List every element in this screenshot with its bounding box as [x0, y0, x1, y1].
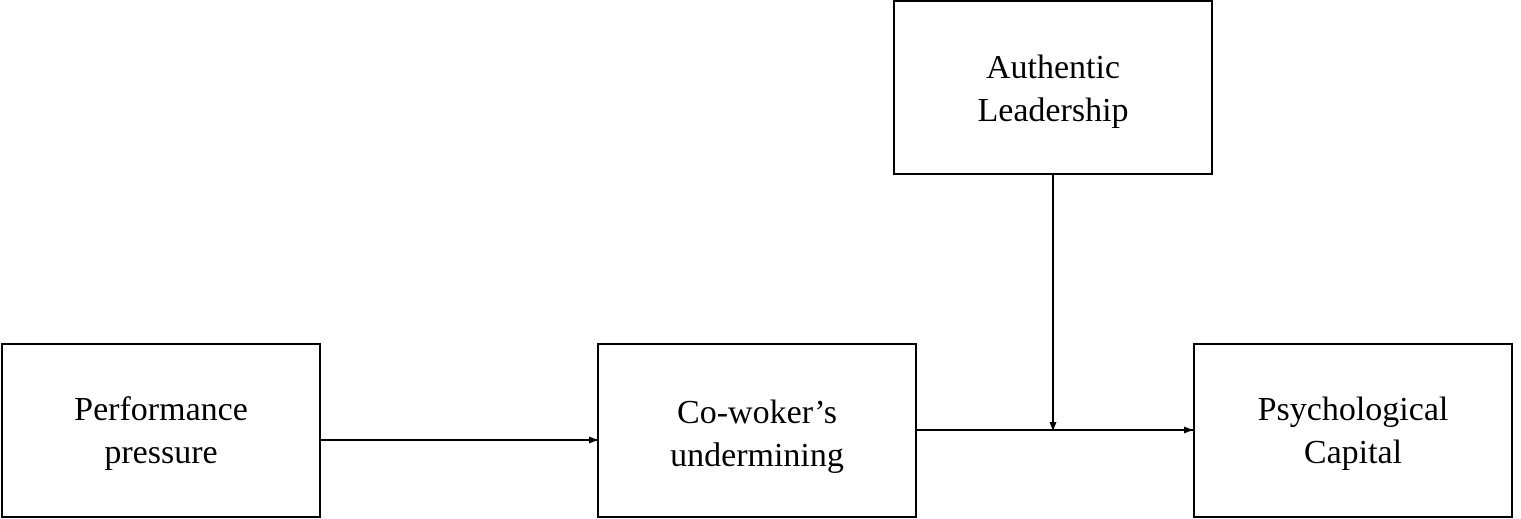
node-authentic-leadership: Authentic Leadership	[893, 0, 1213, 175]
node-performance-pressure: Performance pressure	[1, 343, 321, 518]
node-label-line: pressure	[104, 433, 218, 471]
node-coworker-undermining: Co-woker’s undermining	[597, 343, 917, 518]
node-label-line: Performance	[74, 390, 248, 428]
node-label-line: Psychological	[1257, 390, 1449, 428]
node-psychological-capital: Psychological Capital	[1193, 343, 1513, 518]
node-label-line: Authentic	[985, 48, 1121, 86]
node-label-line: Capital	[1303, 433, 1403, 471]
node-label-line: Co-woker’s	[677, 393, 837, 431]
node-label-line: undermining	[670, 436, 844, 474]
node-label-line: Leadership	[977, 91, 1129, 129]
